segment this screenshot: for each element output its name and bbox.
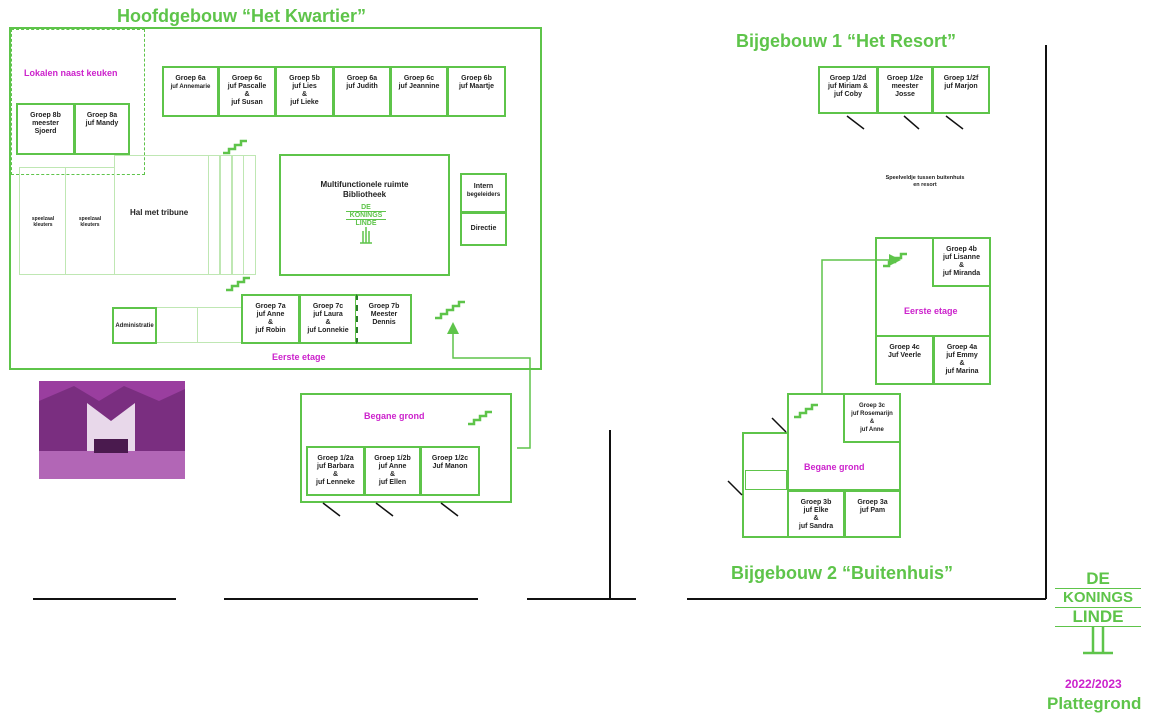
eerste-etage-bh-label: Eerste etage — [904, 306, 958, 316]
library-logo: DE KONINGS LINDE — [346, 204, 386, 256]
tree-trunk-icon — [360, 227, 372, 244]
stair-strip-3 — [232, 155, 244, 275]
begane-grond-bh-label: Begane grond — [804, 462, 865, 472]
building-photo — [39, 381, 185, 479]
school-logo: DE KONINGS LINDE — [1055, 570, 1141, 663]
buitenhuis-ground-wall-left — [742, 432, 789, 538]
main-building-outline — [9, 27, 542, 370]
room-directie: Directie — [460, 212, 507, 246]
kitchen-classrooms-label: Lokalen naast keuken — [24, 68, 118, 78]
hal-label: Hal met tribune — [130, 208, 189, 217]
plattegrond-title: Plattegrond — [1047, 694, 1142, 713]
begane-grond-main-label: Begane grond — [364, 411, 425, 421]
corridor-1 — [156, 307, 198, 343]
title-buitenhuis: Bijgebouw 2 “Buitenhuis” — [731, 563, 954, 583]
buitenhuis-ground-inner1 — [745, 470, 787, 490]
stair-strip-2 — [220, 155, 232, 275]
eerste-etage-main-label: Eerste etage — [272, 352, 326, 362]
hal-tribune — [114, 155, 256, 275]
corridor-2 — [197, 307, 242, 343]
stair-strip-1 — [208, 155, 220, 275]
tree-trunk-icon — [1083, 627, 1113, 655]
title-main-building: Hoofdgebouw “Het Kwartier” — [117, 6, 367, 26]
title-resort: Bijgebouw 1 “Het Resort” — [736, 31, 957, 51]
school-year: 2022/2023 — [1065, 677, 1122, 691]
room-administratie: Administratie — [112, 307, 157, 344]
kitchen-area-dashed — [11, 29, 145, 175]
